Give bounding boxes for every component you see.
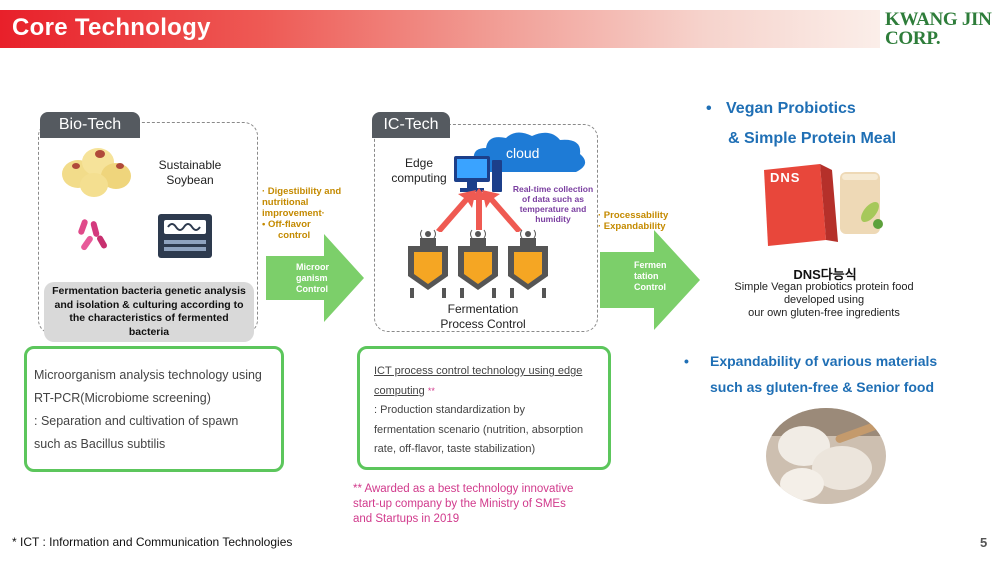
arrow2-label-line-3: Control <box>634 282 666 292</box>
fermentation-line-2: Process Control <box>440 317 526 331</box>
page-title: Core Technology <box>12 14 211 41</box>
award-line-3: and Startups in 2019 <box>353 513 460 525</box>
header-bar <box>0 10 880 48</box>
bullet1-line-2: & Simple Protein Meal <box>728 130 897 147</box>
realtime-line-1: Real-time collection <box>512 184 594 194</box>
biotech-tag: Bio-Tech <box>40 112 140 138</box>
computer-icon <box>454 156 502 192</box>
arrow2-label-line-2: tation <box>634 271 659 281</box>
dough-food-image <box>766 408 886 504</box>
arrow-right-icon <box>266 234 364 322</box>
biotech-detail-line-3: : Separation and cultivation of spawn <box>34 414 239 428</box>
biotech-detail-text: Microorganism analysis technology using … <box>34 364 274 456</box>
product-brand: DNS다능식 <box>793 267 857 282</box>
caption-line-3: our own gluten-free ingredients <box>748 307 900 319</box>
biotech-detail-box <box>24 346 284 472</box>
bullet2-line-2: such as gluten-free & Senior food <box>710 379 935 395</box>
bacteria-icon <box>78 219 107 251</box>
product-bullet-1: • Vegan Probiotics & Simple Protein Meal <box>706 96 976 152</box>
arrow2-note-1: · Processability <box>598 210 669 221</box>
arrow1-label-line-2: ganism <box>296 273 328 283</box>
ictech-detail-line-1: ICT process control technology using edg… <box>374 365 583 377</box>
cloud-label: cloud <box>506 145 540 161</box>
biotech-detail-line-1: Microorganism analysis technology using <box>34 368 262 382</box>
fermentation-line-1: Fermentation <box>447 302 519 316</box>
award-note: ** Awarded as a best technology innovati… <box>353 482 613 527</box>
edge-label-line-2: computing <box>391 171 447 185</box>
realtime-line-3: temperature and <box>519 204 587 214</box>
page-number: 5 <box>980 535 988 550</box>
ictech-detail-text: ICT process control technology using edg… <box>374 362 602 460</box>
biotech-detail-line-4: such as Bacillus subtilis <box>34 437 166 451</box>
ictech-detail-box <box>357 346 611 470</box>
bullet2-line-1: Expandability of various materials <box>710 353 938 369</box>
arrow2-note-2: · Expandability <box>598 221 666 232</box>
award-line-1: ** Awarded as a best technology innovati… <box>353 483 574 495</box>
soybean-icon <box>62 148 131 197</box>
award-mark: ** <box>427 385 435 396</box>
bullet1-line-1: Vegan Probiotics <box>726 100 856 117</box>
fermentation-process-label: Fermentation Process Control <box>420 302 546 332</box>
arrow1-label-line-1: Microor <box>296 262 330 272</box>
bullet1-row: • Vegan Probiotics <box>706 96 976 122</box>
caption-line-1: Simple Vegan probiotics protein food <box>734 281 914 293</box>
bullet-dot-2: • <box>684 353 689 369</box>
arrow1-note-1: · Digestibility and <box>262 186 342 197</box>
ictech-detail-line-5: rate, off-flavor, taste stabilization) <box>374 443 536 455</box>
arrow2-notes: · Processability · Expandability <box>598 210 688 232</box>
company-logo: KWANG JIN CORP. <box>885 10 993 48</box>
edge-label-line-1: Edge <box>404 156 434 170</box>
footer-note: * ICT : Information and Communication Te… <box>12 535 293 549</box>
product-package-image <box>764 164 883 246</box>
arrow2-label-line-1: Fermen <box>634 260 667 270</box>
fermenter-tanks-icon <box>408 229 548 298</box>
ictech-detail-line-4: fermentation scenario (nutrition, absorp… <box>374 423 584 436</box>
product-box-text: DNS <box>770 170 801 185</box>
ictech-detail-line-2: computing <box>374 384 425 397</box>
arrow1-notes: · Digestibility and nutritional improvem… <box>262 186 362 241</box>
arrow1-label: Microor ganism Control <box>296 262 356 295</box>
caption-line-2: developed using <box>783 294 865 306</box>
biotech-description-text: Fermentation bacteria genetic analysis a… <box>52 285 246 338</box>
edge-computing-label: Edge computing <box>384 156 454 186</box>
arrow1-note-5: control <box>278 230 311 241</box>
arrow-right-icon-2 <box>600 230 700 330</box>
bullet-dot: • <box>706 100 712 117</box>
logo-line-1: KWANG JIN <box>885 9 992 30</box>
ictech-tag: IC-Tech <box>372 112 450 138</box>
soybean-label-line-1: Sustainable <box>158 158 222 172</box>
realtime-note: Real-time collection of data such as tem… <box>508 184 598 224</box>
soybean-label: Sustainable Soybean <box>145 158 235 188</box>
product-caption: Simple Vegan probiotics protein food dev… <box>712 281 936 320</box>
ictech-detail-line-3: : Production standardization by <box>374 404 526 416</box>
award-line-2: start-up company by the Ministry of SMEs <box>353 498 566 510</box>
ictech-detail-line-2-row: computing ** <box>374 382 602 402</box>
arrow1-note-2: nutritional <box>262 197 309 208</box>
biotech-description-box <box>44 282 254 342</box>
realtime-line-4: humidity <box>535 214 571 224</box>
arrow2-label: Fermen tation Control <box>634 260 694 293</box>
realtime-line-2: of data such as <box>522 194 584 204</box>
analyzer-machine-icon <box>158 214 212 258</box>
arrow1-note-4: • Off-flavor <box>262 219 311 230</box>
logo-line-2: CORP. <box>885 28 941 49</box>
product-bullet-2: • Expandability of various materials such… <box>684 348 984 400</box>
arrow1-note-3: improvement· <box>262 208 325 219</box>
biotech-detail-line-2: RT-PCR(Microbiome screening) <box>34 391 211 405</box>
soybean-label-line-2: Soybean <box>166 173 214 187</box>
data-upload-arrows <box>436 188 522 232</box>
bullet2-row: • Expandability of various materials <box>684 348 984 374</box>
arrow1-label-line-3: Control <box>296 284 328 294</box>
